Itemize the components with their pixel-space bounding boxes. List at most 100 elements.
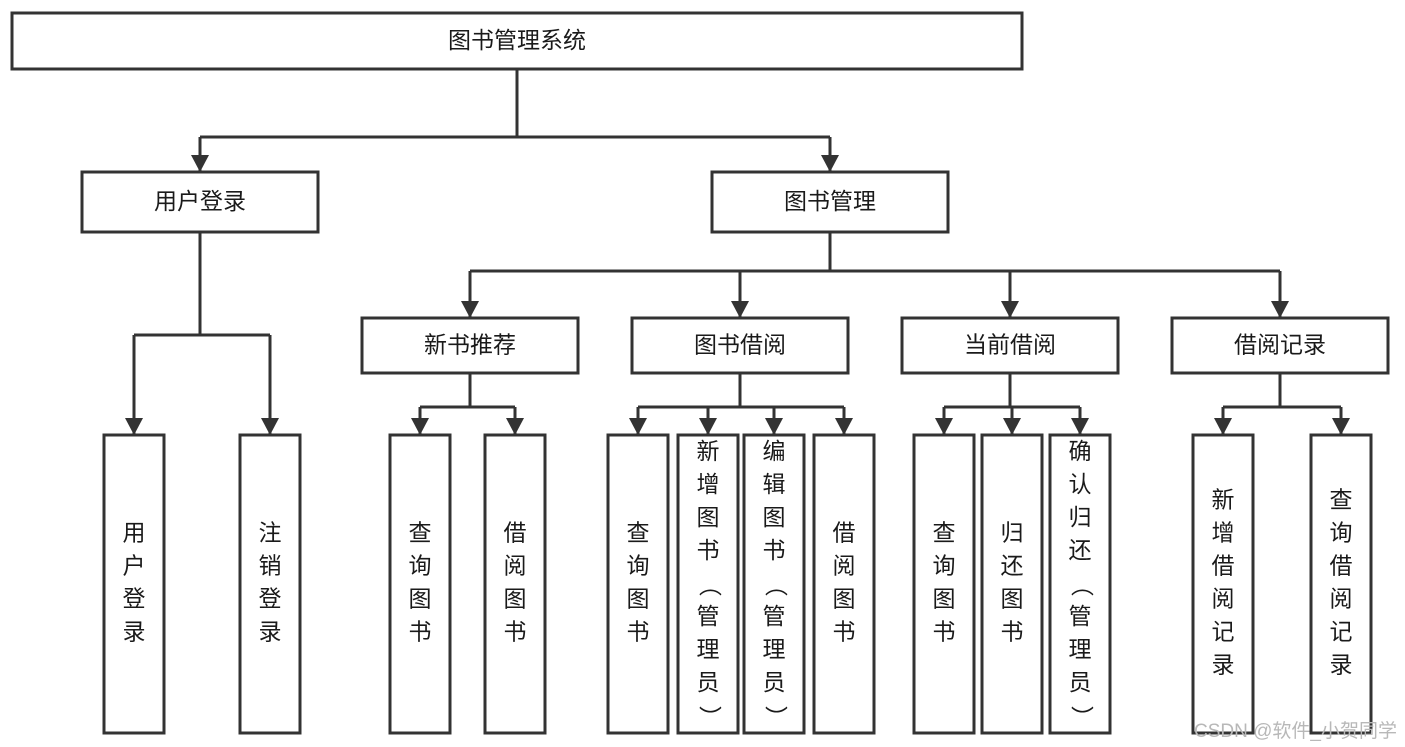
- node-leaf-confirm-return-label-char: 认: [1069, 471, 1092, 497]
- node-leaf-borrow-book-2-label-char: 书: [833, 619, 856, 645]
- node-leaf-logout-label-char: 登: [259, 586, 282, 612]
- node-leaf-confirm-return-label-char: 管: [1069, 603, 1092, 629]
- node-leaf-borrow-book-1-label-char: 书: [504, 619, 527, 645]
- arrow-head-icon: [1001, 301, 1019, 318]
- node-leaf-query-book-2-box[interactable]: [606, 433, 670, 735]
- node-leaf-user-login-label-char: 户: [123, 553, 146, 579]
- arrow-head-icon: [629, 418, 647, 435]
- node-leaf-query-book-1-label-char: 询: [409, 553, 432, 579]
- node-leaf-logout-label-char: 销: [259, 553, 282, 579]
- csdn-watermark: CSDN @软件_小贺同学: [1194, 721, 1397, 742]
- node-user-login-box[interactable]: [80, 170, 320, 234]
- node-leaf-user-login-label-char: 录: [123, 619, 146, 645]
- node-leaf-add-record-label-char: 新: [1212, 487, 1235, 513]
- node-leaf-add-book-label-char: 理: [697, 636, 720, 662]
- node-book-borrow-label: 图书借阅: [694, 332, 786, 358]
- node-book-borrow[interactable]: 图书借阅: [630, 316, 850, 375]
- node-boxes: 图书管理系统用户登录图书管理新书推荐图书借阅当前借阅借阅记录用户登录注销登录查询…: [10, 11, 1390, 735]
- node-leaf-add-book-box[interactable]: [676, 433, 740, 735]
- node-leaf-edit-book-label-char: 图: [763, 504, 786, 530]
- node-leaf-return-book-label-char: 还: [1001, 553, 1024, 579]
- node-leaf-logout-label-char: 录: [259, 619, 282, 645]
- node-leaf-edit-book-label-char: ）: [763, 706, 789, 729]
- node-leaf-query-book-1-box[interactable]: [388, 433, 452, 735]
- node-leaf-add-book-label-char: （: [697, 574, 723, 597]
- node-leaf-add-book-label-char: 增: [697, 471, 720, 497]
- arrow-head-icon: [731, 301, 749, 318]
- connector-edges: [125, 69, 1350, 435]
- node-leaf-query-book-3-label-char: 图: [933, 586, 956, 612]
- node-borrow-record[interactable]: 借阅记录: [1170, 316, 1390, 375]
- arrow-head-icon: [411, 418, 429, 435]
- root-node-book-management-system-box[interactable]: [10, 11, 1024, 71]
- node-leaf-query-book-3-label-char: 书: [933, 619, 956, 645]
- node-leaf-edit-book-box[interactable]: [742, 433, 806, 735]
- node-leaf-logout-label-char: 注: [259, 520, 282, 546]
- node-leaf-user-login-box[interactable]: [102, 433, 166, 735]
- node-leaf-add-record-label-char: 增: [1212, 520, 1235, 546]
- root-node-book-management-system[interactable]: 图书管理系统: [10, 11, 1024, 71]
- arrow-head-icon: [1071, 418, 1089, 435]
- arrow-head-icon: [506, 418, 524, 435]
- node-leaf-logout-box[interactable]: [238, 433, 302, 735]
- node-borrow-record-box[interactable]: [1170, 316, 1390, 375]
- node-leaf-query-record-label-char: 阅: [1330, 586, 1353, 612]
- node-leaf-borrow-book-1-label-char: 图: [504, 586, 527, 612]
- node-book-manage-box[interactable]: [710, 170, 950, 234]
- node-leaf-edit-book-label-char: 员: [763, 669, 786, 695]
- node-leaf-add-book-label-char: 图: [697, 504, 720, 530]
- node-leaf-add-record-box[interactable]: [1191, 433, 1255, 735]
- arrow-head-icon: [1003, 418, 1021, 435]
- node-leaf-confirm-return-box[interactable]: [1048, 433, 1112, 735]
- arrow-head-icon: [835, 418, 853, 435]
- node-user-login-label: 用户登录: [154, 188, 246, 214]
- node-leaf-borrow-book-1-label-char: 借: [504, 520, 527, 546]
- node-leaf-borrow-book-1-box[interactable]: [483, 433, 547, 735]
- node-leaf-add-record-label-char: 借: [1212, 553, 1235, 579]
- node-user-login[interactable]: 用户登录: [80, 170, 320, 234]
- node-leaf-query-book-3-box[interactable]: [912, 433, 976, 735]
- arrow-head-icon: [935, 418, 953, 435]
- node-current-borrow[interactable]: 当前借阅: [900, 316, 1120, 375]
- node-leaf-confirm-return-label-char: 确: [1069, 438, 1092, 464]
- node-new-book-rec-box[interactable]: [360, 316, 580, 375]
- node-leaf-add-record-label-char: 记: [1212, 619, 1235, 645]
- node-leaf-return-book-box[interactable]: [980, 433, 1044, 735]
- node-leaf-confirm-return-label-char: 还: [1069, 537, 1092, 563]
- node-leaf-add-record-label-char: 阅: [1212, 586, 1235, 612]
- node-book-manage[interactable]: 图书管理: [710, 170, 950, 234]
- arrow-head-icon: [261, 418, 279, 435]
- node-current-borrow-box[interactable]: [900, 316, 1120, 375]
- node-new-book-rec[interactable]: 新书推荐: [360, 316, 580, 375]
- arrow-head-icon: [821, 155, 839, 172]
- node-leaf-borrow-book-2-box[interactable]: [812, 433, 876, 735]
- arrow-head-icon: [191, 155, 209, 172]
- node-leaf-query-book-2-label-char: 书: [627, 619, 650, 645]
- node-leaf-user-login[interactable]: 用户登录: [102, 433, 166, 735]
- node-leaf-add-book-label-char: 管: [697, 603, 720, 629]
- node-leaf-user-login-label-char: 用: [123, 520, 146, 546]
- node-leaf-edit-book-label-char: 理: [763, 636, 786, 662]
- node-leaf-query-book-3-label-char: 查: [933, 520, 956, 546]
- node-leaf-edit-book-label-char: 管: [763, 603, 786, 629]
- node-leaf-return-book-label-char: 归: [1001, 520, 1024, 546]
- root-node-book-management-system-label: 图书管理系统: [448, 27, 586, 53]
- node-leaf-query-record-label-char: 借: [1330, 553, 1353, 579]
- node-leaf-query-record-box[interactable]: [1309, 433, 1373, 735]
- node-book-borrow-box[interactable]: [630, 316, 850, 375]
- node-current-borrow-label: 当前借阅: [964, 332, 1056, 358]
